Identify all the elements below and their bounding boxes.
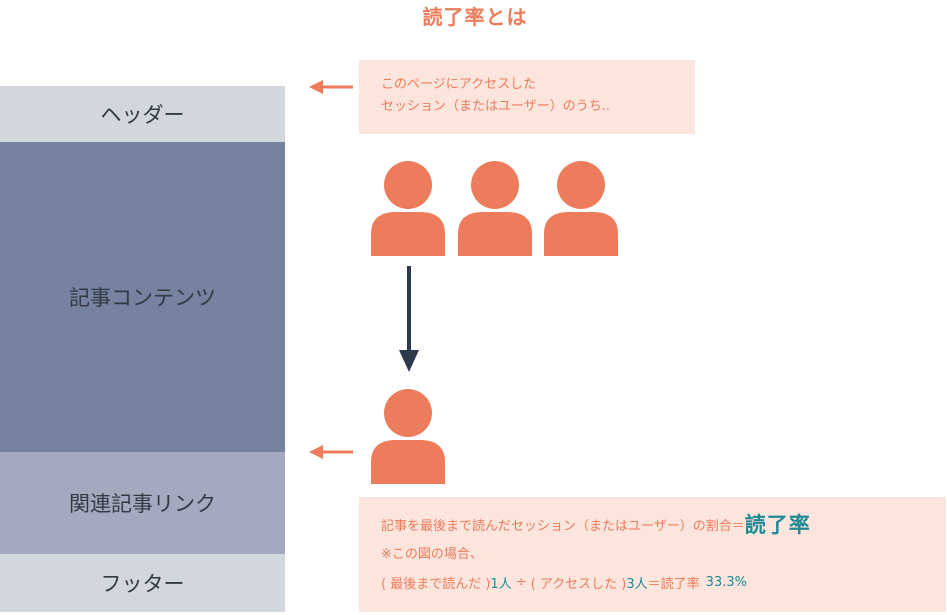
page-footer-block: フッター <box>0 554 285 612</box>
top-note-box: このページにアクセスした セッション（またはユーザー）のうち.. <box>359 60 695 134</box>
arrow-left-icon <box>309 445 353 459</box>
calc-result: 33.3% <box>705 574 747 590</box>
example-heading: ※この図の場合、 <box>381 546 483 562</box>
page-related-links-label: 関連記事リンク <box>69 492 216 516</box>
person-icon <box>371 161 445 256</box>
page-header-label: ヘッダー <box>100 103 185 127</box>
calc-divide-sign: ÷ <box>515 574 527 590</box>
top-note-line-1: このページにアクセスした <box>381 77 537 92</box>
bottom-note-box: 記事を最後まで読んだセッション（またはユーザー）の割合＝ 読了率 ※この図の場合… <box>359 497 946 612</box>
calc-equals-label: ＝読了率 <box>647 576 700 592</box>
top-note-line-2: セッション（またはユーザー）のうち.. <box>381 99 611 114</box>
person-icon <box>371 389 445 484</box>
page-related-links-block: 関連記事リンク <box>0 452 285 554</box>
calc-access-label: ( アクセスした ) <box>530 576 627 592</box>
calc-access-value: 3人 <box>626 576 648 592</box>
page-content-block: 記事コンテンツ <box>0 142 285 452</box>
definition-text: 記事を最後まで読んだセッション（またはユーザー）の割合＝ <box>381 518 745 534</box>
page-content-label: 記事コンテンツ <box>69 286 216 310</box>
calc-read-value: 1人 <box>490 576 512 592</box>
diagram-title: 読了率とは <box>422 4 528 29</box>
person-icon <box>544 161 618 256</box>
calc-read-label: ( 最後まで読んだ ) <box>381 576 491 592</box>
arrow-down-icon <box>399 266 419 372</box>
page-footer-label: フッター <box>100 572 185 596</box>
arrow-left-icon <box>309 80 353 94</box>
person-icon <box>458 161 532 256</box>
example-heading-row: ※この図の場合、 <box>381 539 946 565</box>
definition-term: 読了率 <box>744 513 811 537</box>
definition-row: 記事を最後まで読んだセッション（またはユーザー）の割合＝ 読了率 <box>381 509 946 539</box>
calculation-row: ( 最後まで読んだ ) 1人 ÷ ( アクセスした ) 3人 ＝読了率 33.3… <box>381 565 946 599</box>
page-header-block: ヘッダー <box>0 86 285 142</box>
